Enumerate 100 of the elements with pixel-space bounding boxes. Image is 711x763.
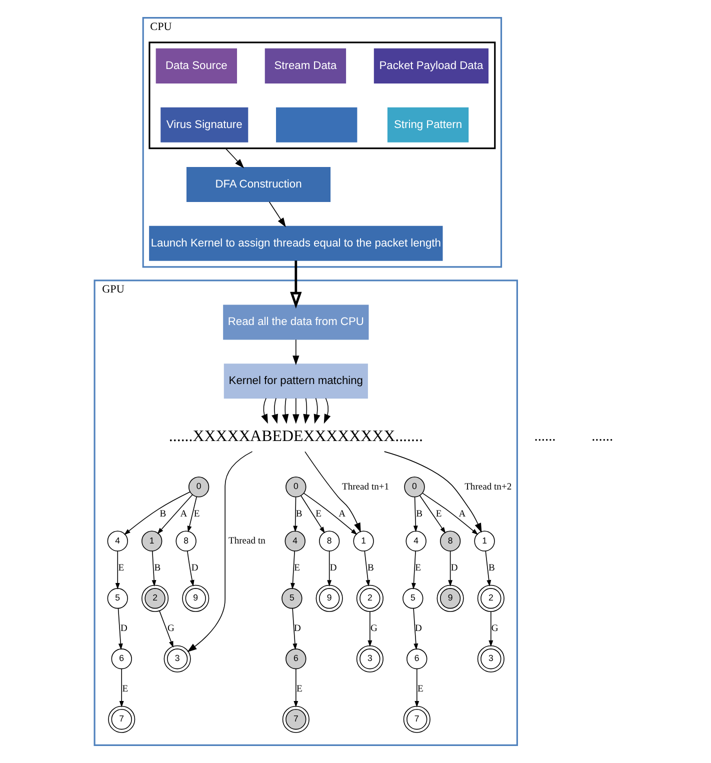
arrow [156, 494, 192, 534]
arrow [224, 148, 244, 168]
node-circle: 3 [476, 645, 504, 672]
node-circle: 5 [402, 588, 423, 609]
node-circle: 3 [163, 645, 190, 672]
edge-label: E [315, 508, 322, 520]
arrow [293, 668, 298, 708]
edge-label: E [193, 508, 200, 520]
node-circle: 0 [188, 476, 209, 498]
arrow [151, 550, 156, 586]
node-box: Launch Kernel to assign threads equal to the packet length [148, 226, 442, 261]
arrow [292, 339, 299, 366]
edge-label: D [450, 562, 458, 574]
node-box: Data Source [155, 48, 237, 84]
arrow [271, 398, 278, 424]
node-circle: 5 [281, 588, 302, 609]
node-circle: 4 [284, 530, 305, 552]
arrow [412, 496, 418, 532]
edge-label: B [488, 562, 494, 574]
edge-label: B [367, 562, 374, 574]
label: ...... [534, 428, 556, 445]
edge-label: E [435, 508, 442, 520]
arrow [268, 202, 286, 228]
arrow [364, 550, 370, 586]
edge-label: G [167, 623, 174, 634]
edge-label: Thread tn [228, 536, 265, 547]
edge-label: D [414, 623, 422, 634]
arrow [292, 496, 298, 532]
arrow [290, 260, 302, 309]
arrow [292, 398, 299, 424]
node-circle: 9 [436, 584, 464, 612]
arrow [282, 398, 288, 424]
arrow [158, 610, 173, 648]
arrow [422, 492, 478, 535]
node-circle: 6 [406, 648, 427, 670]
node-circle: 4 [405, 530, 426, 552]
node-circle: 6 [110, 648, 132, 670]
arrow [117, 608, 122, 650]
arrow [412, 608, 418, 650]
edge-label: E [294, 562, 300, 574]
node-box [276, 107, 357, 142]
node-box: Stream Data [264, 48, 346, 84]
edge-label: B [159, 508, 166, 520]
edge-label: E [414, 562, 420, 574]
edge-label: A [338, 508, 346, 520]
node-circle: 6 [285, 648, 306, 670]
arrow [300, 495, 324, 534]
arrow [313, 398, 320, 424]
node-circle: 9 [315, 584, 342, 612]
node-circle: 2 [356, 584, 383, 612]
edge-label: E [296, 684, 302, 695]
arrow [124, 491, 190, 535]
node-circle: 1 [141, 530, 162, 552]
edge-label: B [416, 508, 422, 520]
cluster [148, 42, 496, 150]
node-circle: 2 [141, 584, 168, 612]
edge-label: E [118, 562, 124, 574]
node-circle: 2 [476, 584, 504, 612]
arrow [367, 611, 372, 647]
arrow [414, 668, 419, 708]
node-circle: 3 [356, 645, 383, 672]
node-circle: 7 [108, 706, 135, 733]
arrow [186, 496, 196, 532]
arrow [383, 451, 482, 533]
edge-label: B [295, 508, 302, 520]
node-circle: 5 [106, 588, 128, 609]
arrow [260, 398, 268, 424]
node-box: Kernel for pattern matching [223, 364, 368, 399]
arrow [418, 495, 446, 534]
node-text: ......XXXXXABEDEXXXXXXXX....... [168, 428, 422, 446]
edge-label: A [180, 508, 187, 520]
node-circle: 8 [439, 530, 460, 552]
node-circle: 7 [402, 706, 430, 733]
node-circle: 7 [282, 706, 309, 733]
arrow [186, 550, 194, 586]
node-circle: 0 [404, 476, 424, 498]
edge-label: E [122, 684, 128, 695]
node-circle: 4 [106, 530, 128, 552]
arrow [186, 451, 252, 652]
label: ...... [591, 428, 613, 445]
edge-label: D [329, 562, 336, 574]
node-box: Packet Payload Data [373, 48, 488, 84]
node-box: Virus Signature [160, 107, 248, 142]
edge-label: B [154, 562, 160, 574]
node-circle: 8 [175, 530, 196, 552]
arrow [114, 550, 120, 590]
arrow [488, 611, 493, 647]
edge-label: G [370, 623, 377, 634]
edge-label: E [417, 684, 423, 695]
edge-label: D [190, 562, 198, 574]
arrow [302, 492, 357, 535]
arrow [290, 550, 294, 590]
arrow [292, 608, 297, 650]
node-circle: 0 [285, 476, 306, 498]
edge-label: Thread tn+1 [342, 481, 389, 492]
arrow [411, 550, 416, 590]
node-circle: 9 [182, 584, 209, 612]
arrow [484, 550, 491, 586]
edge-label: A [458, 508, 466, 520]
node-circle: 1 [474, 530, 494, 552]
